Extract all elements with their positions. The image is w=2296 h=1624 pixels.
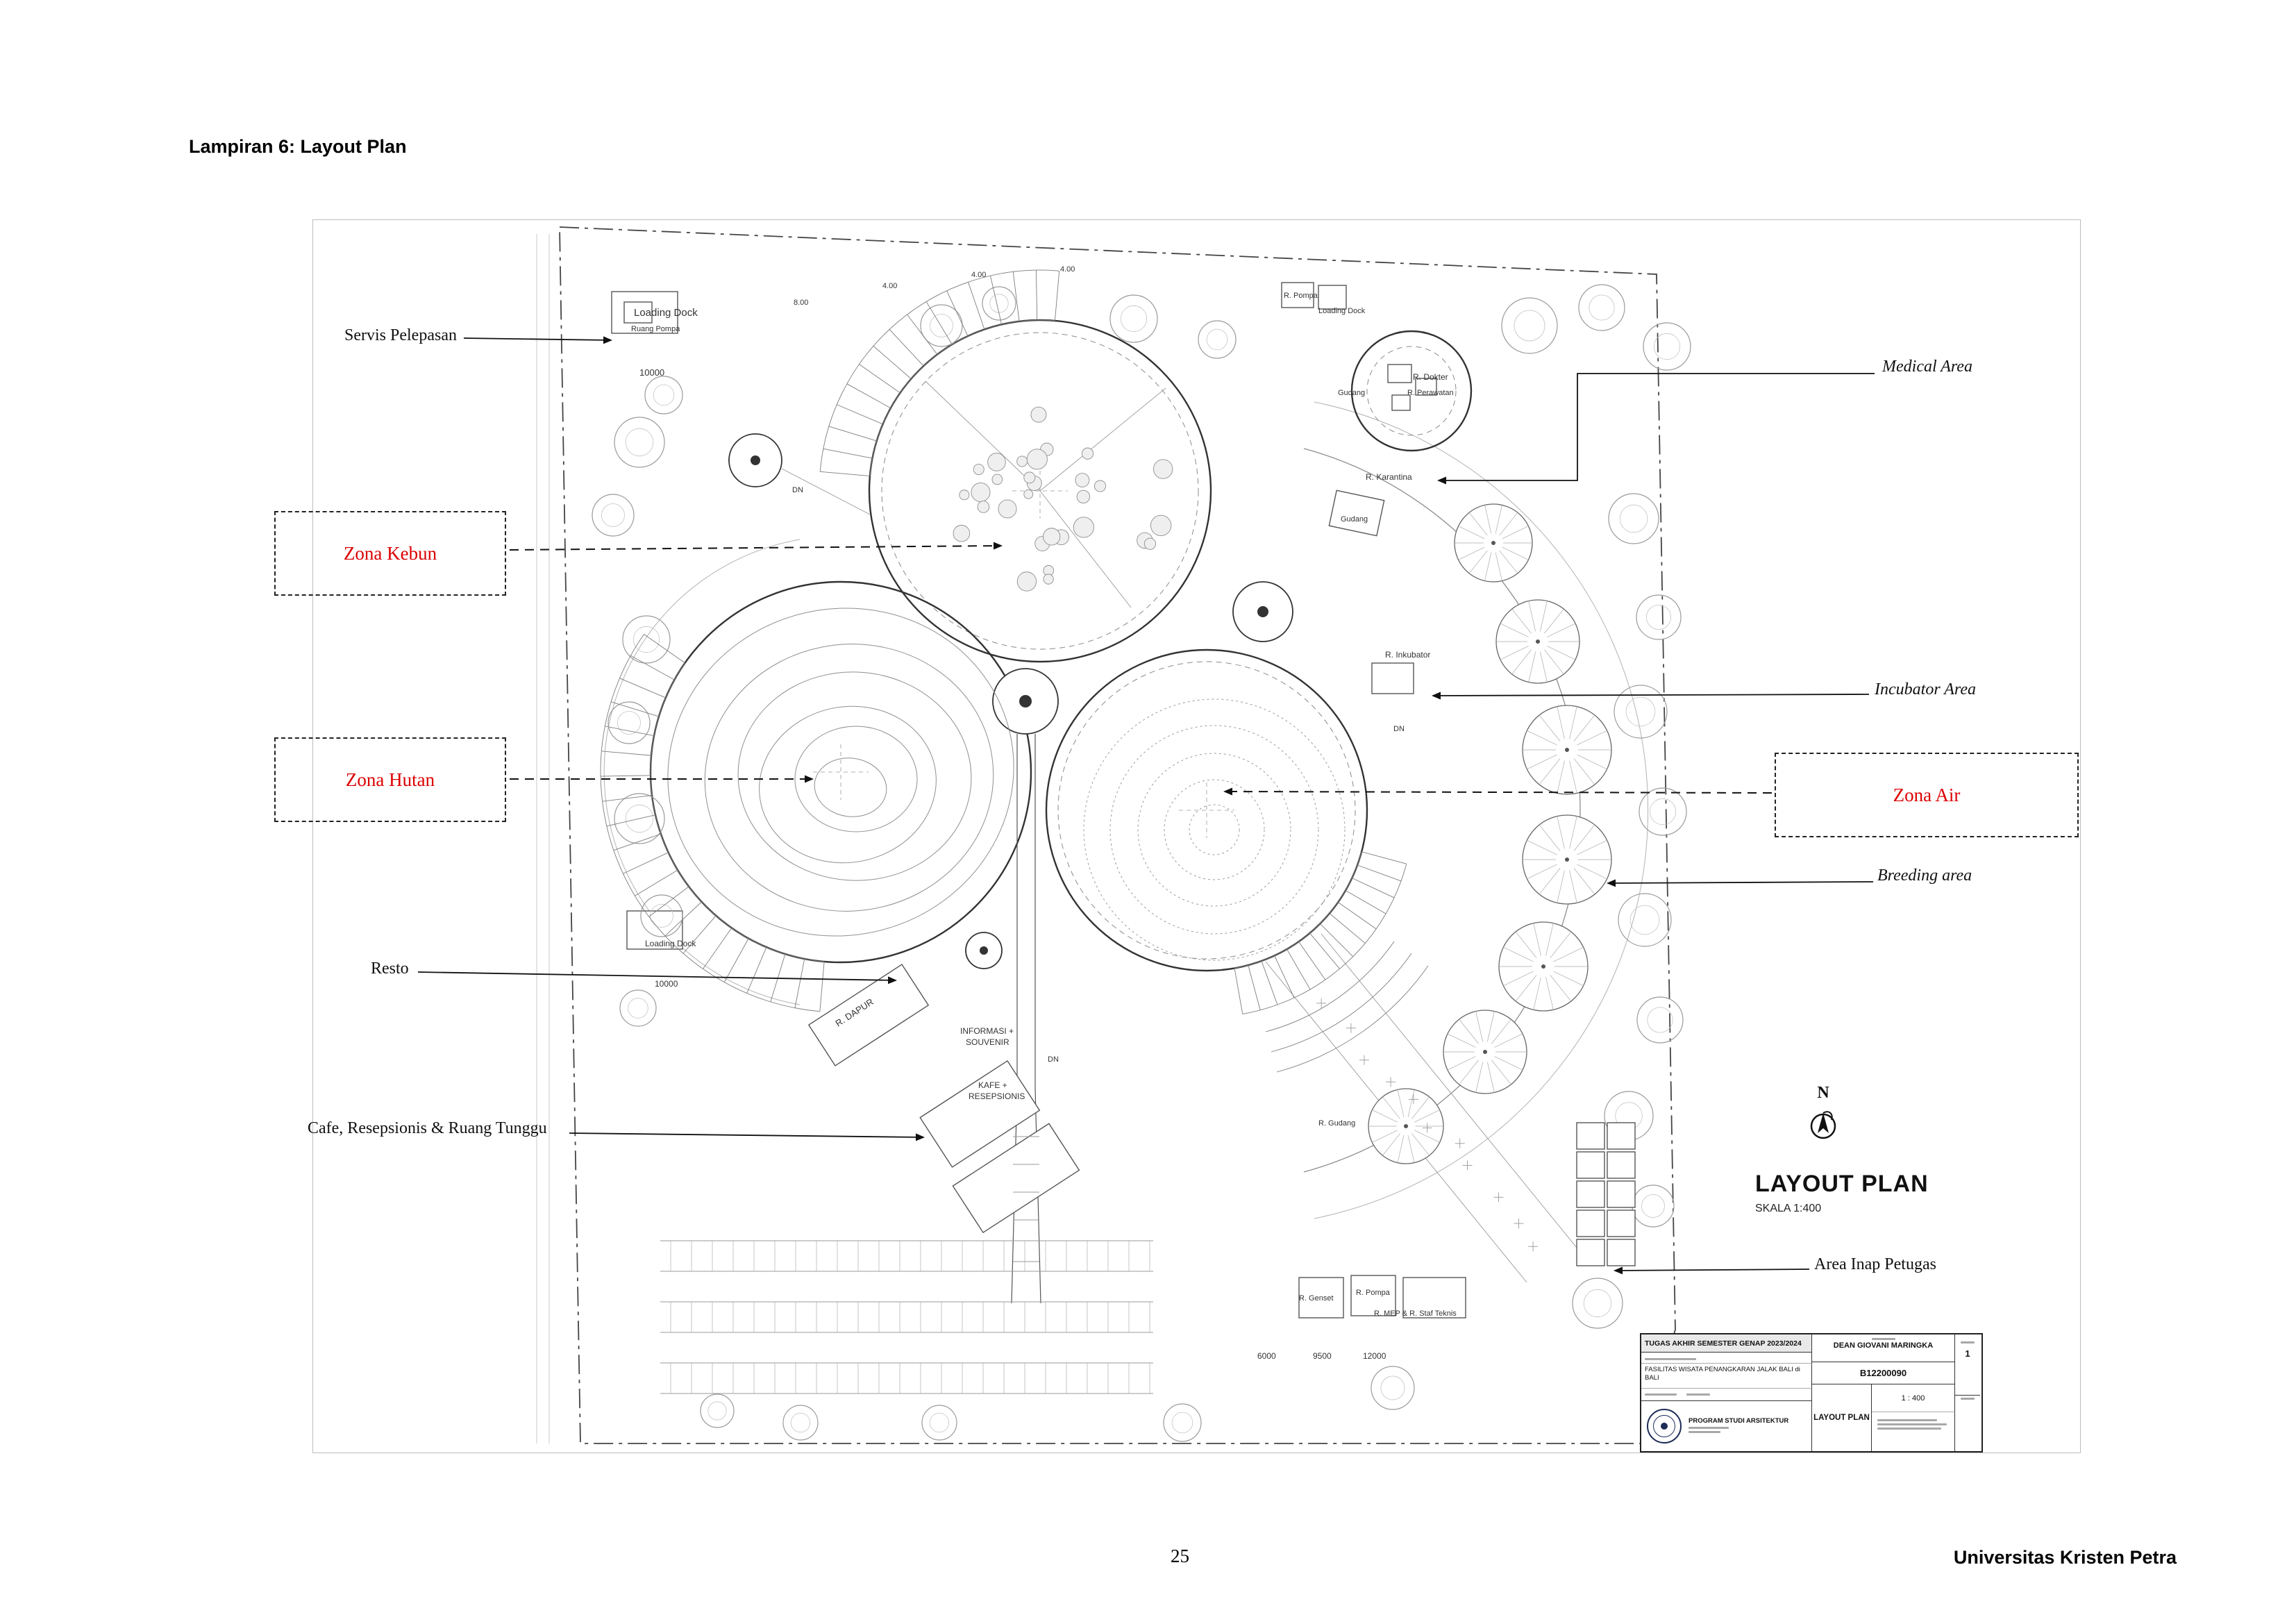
svg-text:R. Pompa: R. Pompa bbox=[1356, 1289, 1391, 1297]
annotation-zona-hutan: Zona Hutan bbox=[274, 737, 506, 822]
sheet-title: LAYOUT PLAN bbox=[1812, 1384, 1872, 1451]
annotation-medical-area: Medical Area bbox=[1882, 358, 1972, 376]
svg-text:Gudang: Gudang bbox=[1341, 515, 1368, 524]
plan-title: LAYOUT PLAN bbox=[1755, 1171, 1929, 1197]
incubator-building bbox=[1371, 662, 1414, 694]
svg-text:8.00: 8.00 bbox=[794, 299, 808, 307]
annotation-servis-pelepasan: Servis Pelepasan bbox=[344, 326, 457, 344]
annotation-area-inap: Area Inap Petugas bbox=[1814, 1255, 1936, 1273]
svg-text:INFORMASI +: INFORMASI + bbox=[960, 1026, 1014, 1036]
annotation-incubator-area: Incubator Area bbox=[1875, 680, 1976, 698]
course-title: TUGAS AKHIR SEMESTER GENAP 2023/2024 bbox=[1641, 1334, 1812, 1353]
svg-text:10000: 10000 bbox=[655, 979, 678, 989]
svg-text:SOUVENIR: SOUVENIR bbox=[966, 1037, 1009, 1047]
svg-text:DN: DN bbox=[1393, 725, 1405, 733]
svg-text:4.00: 4.00 bbox=[882, 282, 897, 290]
svg-text:KAFE +: KAFE + bbox=[978, 1080, 1007, 1090]
svg-text:R. Genset: R. Genset bbox=[1299, 1294, 1334, 1303]
svg-text:R. Dokter: R. Dokter bbox=[1413, 372, 1448, 382]
svg-text:Loading Dock: Loading Dock bbox=[1318, 307, 1366, 315]
department: PROGRAM STUDI ARSITEKTUR bbox=[1689, 1417, 1789, 1425]
page-number: 25 bbox=[1171, 1546, 1189, 1566]
title-block-row bbox=[1641, 1389, 1812, 1401]
page-title: Lampiran 6: Layout Plan bbox=[189, 136, 407, 157]
svg-text:4.00: 4.00 bbox=[971, 271, 986, 279]
svg-text:R. Gudang: R. Gudang bbox=[1318, 1119, 1355, 1128]
svg-text:Loading Dock: Loading Dock bbox=[634, 307, 698, 319]
svg-text:Loading Dock: Loading Dock bbox=[645, 939, 696, 948]
sheet-scale: 1 : 400 bbox=[1872, 1384, 1955, 1412]
north-compass: N bbox=[1802, 1085, 1844, 1148]
petra-logo bbox=[1647, 1409, 1682, 1443]
title-block-row bbox=[1641, 1353, 1812, 1364]
svg-text:DN: DN bbox=[1048, 1055, 1059, 1064]
title-block: TUGAS AKHIR SEMESTER GENAP 2023/2024 FAS… bbox=[1640, 1333, 1983, 1453]
sheet-number: 1 bbox=[1965, 1348, 1970, 1359]
annotation-breeding-area: Breeding area bbox=[1877, 867, 1972, 885]
student-name-cell: DEAN GIOVANI MARINGKA bbox=[1812, 1334, 1955, 1362]
institution: Universitas Kristen Petra bbox=[1953, 1547, 2177, 1568]
svg-text:4.00: 4.00 bbox=[1060, 265, 1075, 274]
sheet-number-cell: 1 bbox=[1955, 1334, 1980, 1451]
department-cell: PROGRAM STUDI ARSITEKTUR bbox=[1641, 1401, 1812, 1451]
svg-text:R. Pompa: R. Pompa bbox=[1284, 292, 1318, 300]
project-title: FASILITAS WISATA PENANGKARAN JALAK BALI … bbox=[1641, 1364, 1812, 1389]
svg-text:R. Inkubator: R. Inkubator bbox=[1385, 650, 1430, 660]
north-label: N bbox=[1817, 1084, 1829, 1102]
svg-text:R. Karantina: R. Karantina bbox=[1366, 472, 1412, 482]
svg-text:6000: 6000 bbox=[1257, 1351, 1276, 1361]
annotation-zona-air: Zona Air bbox=[1775, 753, 2079, 837]
svg-text:12000: 12000 bbox=[1363, 1351, 1386, 1361]
plan-scale: SKALA 1:400 bbox=[1755, 1203, 1822, 1214]
svg-text:10000: 10000 bbox=[639, 367, 664, 378]
supervisors-cell bbox=[1872, 1412, 1955, 1451]
zona-air-circle bbox=[1045, 648, 1368, 972]
svg-text:Gudang: Gudang bbox=[1338, 389, 1365, 397]
svg-text:DN: DN bbox=[792, 486, 803, 494]
annotation-cafe: Cafe, Resepsionis & Ruang Tunggu bbox=[308, 1119, 547, 1137]
svg-text:9500: 9500 bbox=[1313, 1351, 1332, 1361]
svg-text:Ruang Pompa: Ruang Pompa bbox=[631, 325, 680, 333]
annotation-resto: Resto bbox=[371, 960, 409, 978]
student-id: B12200090 bbox=[1812, 1362, 1955, 1384]
zona-hutan-circle bbox=[649, 580, 1032, 964]
plan-heading: LAYOUT PLAN SKALA 1:400 bbox=[1755, 1171, 1929, 1215]
north-arrow-icon bbox=[1810, 1111, 1836, 1139]
student-name: DEAN GIOVANI MARINGKA bbox=[1833, 1341, 1934, 1350]
svg-text:R. Perawatan: R. Perawatan bbox=[1407, 389, 1454, 397]
svg-text:RESEPSIONIS: RESEPSIONIS bbox=[969, 1091, 1025, 1101]
svg-text:R. MEP & R. Staf Teknis: R. MEP & R. Staf Teknis bbox=[1374, 1309, 1457, 1318]
annotation-zona-kebun: Zona Kebun bbox=[274, 511, 506, 596]
